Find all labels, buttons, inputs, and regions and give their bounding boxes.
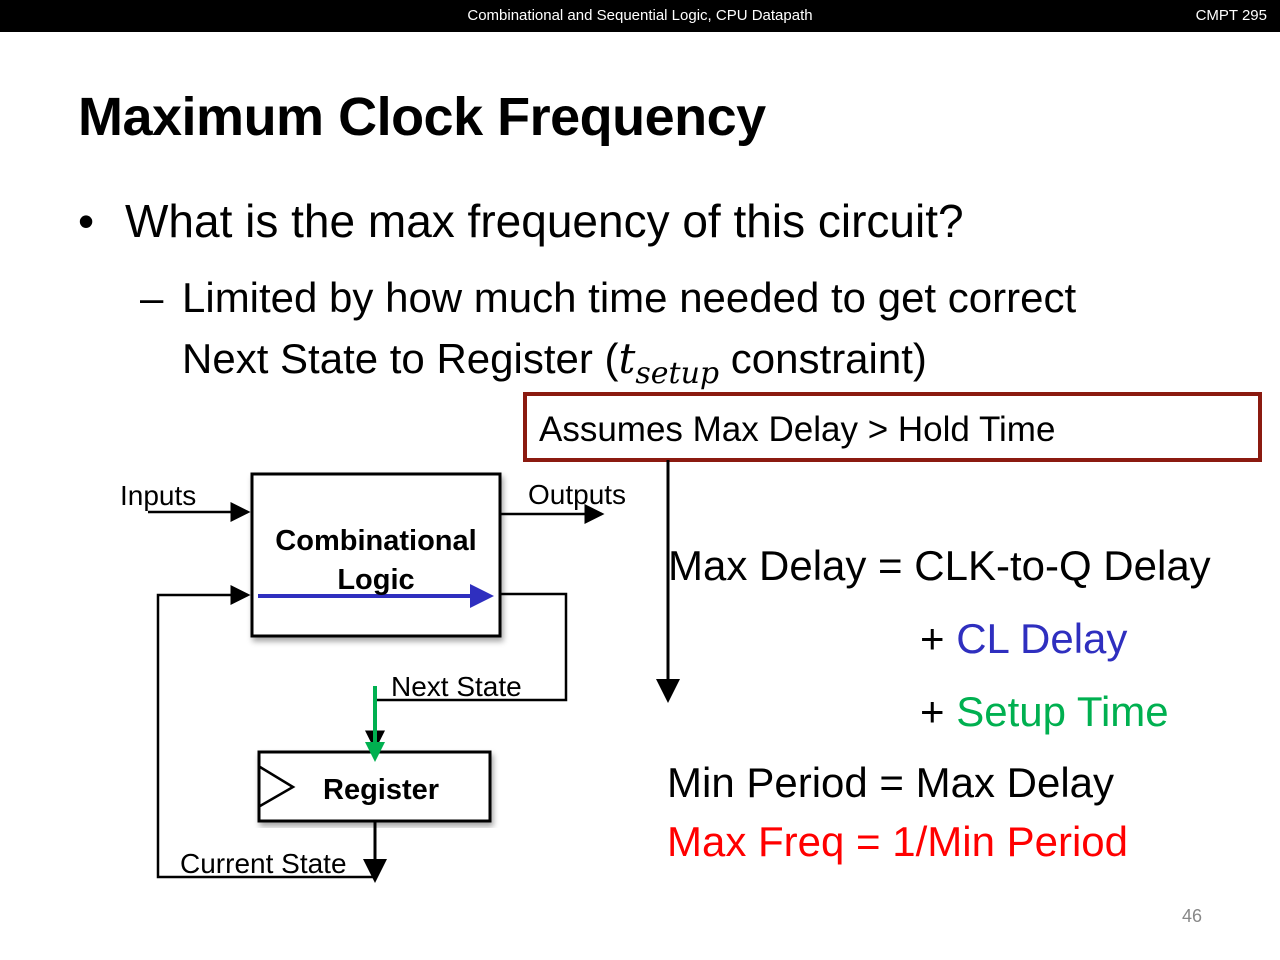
bullet-1-text: What is the max frequency of this circui…: [125, 195, 964, 247]
sub-bullet-line2: Next State to Register (tsetup constrain…: [182, 334, 927, 391]
clock-triangle-icon: [259, 765, 296, 808]
dash-icon: –: [140, 274, 164, 321]
sub-bullet: – Limited by how much time needed to get…: [140, 274, 1076, 322]
min-period-equation: Min Period = Max Delay: [667, 759, 1115, 806]
next-state-label: Next State: [391, 671, 522, 702]
register-label: Register: [323, 774, 439, 806]
register-box: [257, 750, 492, 823]
plus-sign: +: [920, 615, 957, 662]
combinational-logic-box: [250, 472, 502, 638]
slide-header: Combinational and Sequential Logic, CPU …: [0, 0, 1280, 32]
cl-delay-text: CL Delay: [956, 615, 1128, 662]
t-setup-symbol: tsetup: [618, 334, 720, 391]
course-topic: Combinational and Sequential Logic, CPU …: [467, 7, 813, 24]
max-freq-equation: Max Freq = 1/Min Period: [667, 818, 1129, 865]
line2-pre: Next State to Register (: [182, 335, 619, 382]
max-delay-equation: Max Delay = CLK-to-Q Delay: [668, 542, 1211, 589]
inputs-label: Inputs: [120, 480, 196, 511]
course-code: CMPT 295: [1195, 7, 1267, 24]
setup-time-text: Setup Time: [956, 688, 1169, 735]
cl-delay-term: + CL Delay: [920, 615, 1127, 663]
line2-post: constraint): [719, 335, 927, 382]
t-sub: setup: [635, 356, 720, 391]
assumption-box: Assumes Max Delay > Hold Time: [523, 392, 1262, 462]
feedback-wire: [156, 585, 375, 879]
setup-time-term: + Setup Time: [920, 688, 1169, 736]
comb-logic-label-2: Logic: [337, 564, 414, 596]
plus-sign: +: [920, 688, 957, 735]
slide-title: Maximum Clock Frequency: [78, 87, 766, 147]
sub-bullet-line1: Limited by how much time needed to get c…: [182, 274, 1077, 321]
current-state-label: Current State: [180, 848, 347, 879]
page-number: 46: [1182, 906, 1203, 926]
t-var: t: [618, 334, 636, 383]
outputs-label: Outputs: [528, 479, 626, 510]
bullet-1: • What is the max frequency of this circ…: [78, 194, 964, 248]
comb-logic-label-1: Combinational: [275, 525, 476, 557]
bullet-icon: •: [78, 195, 95, 247]
assumption-text: Assumes Max Delay > Hold Time: [539, 410, 1056, 449]
